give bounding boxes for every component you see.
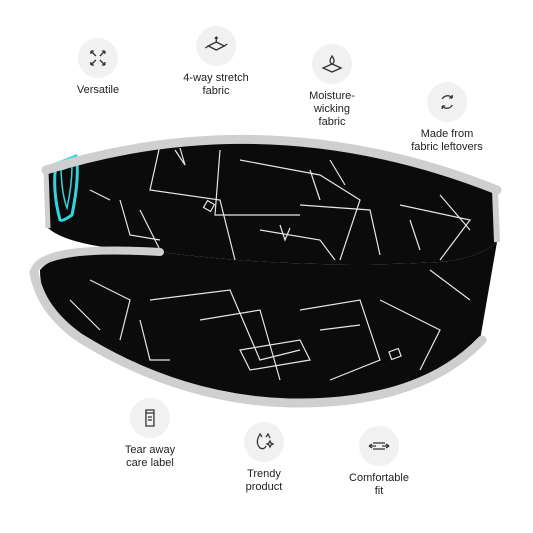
feature-trendy: Trendy product xyxy=(244,422,284,494)
feature-label: Tear away care label xyxy=(124,444,176,469)
recycle-icon xyxy=(427,82,467,122)
feature-label: Versatile xyxy=(76,84,120,96)
feature-stretch: 4-way stretch fabric xyxy=(183,26,249,98)
feature-moisture: Moisture- wicking fabric xyxy=(309,44,355,129)
sparkle-cat-icon xyxy=(244,422,284,462)
feature-label: 4-way stretch fabric xyxy=(183,72,249,97)
stretch-arrows-icon xyxy=(358,426,399,466)
feature-label: Moisture- wicking fabric xyxy=(309,90,355,128)
feature-tearaway: Tear away care label xyxy=(125,398,175,470)
feature-label: Comfortable fit xyxy=(349,472,409,497)
fabric-stretch-icon xyxy=(195,26,236,66)
feature-label: Trendy product xyxy=(245,468,283,493)
feature-label: Made from fabric leftovers xyxy=(411,128,483,153)
feature-comfortable: Comfortable fit xyxy=(349,426,409,498)
feature-versatile: Versatile xyxy=(77,38,119,97)
logo-icon xyxy=(53,153,79,222)
care-label-icon xyxy=(129,398,170,438)
feature-leftovers: Made from fabric leftovers xyxy=(411,82,483,154)
water-drop-fabric-icon xyxy=(312,44,352,84)
arrows-expand-icon xyxy=(77,38,118,78)
